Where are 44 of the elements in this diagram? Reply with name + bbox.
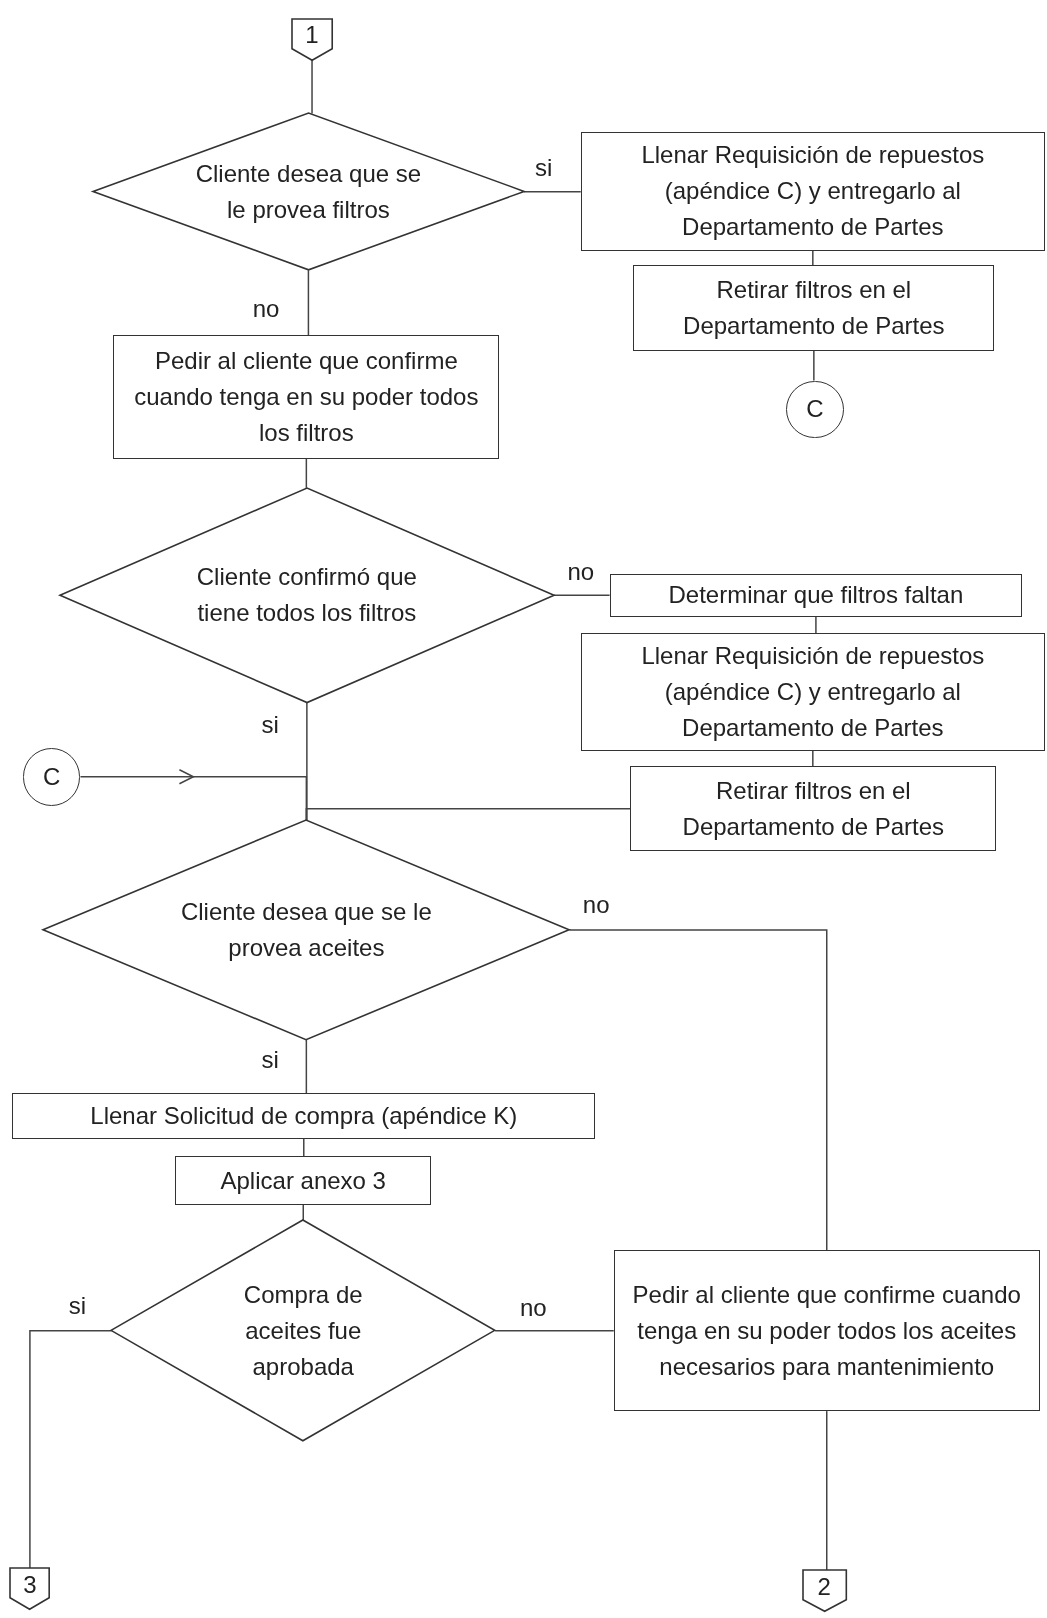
decision-text: Compra de aceites fue aprobada <box>242 1279 364 1382</box>
box-text: Pedir al cliente que confirme cuando tenga en su poder todos los aceites necesarios para mantenimiento <box>631 1279 1022 1382</box>
connector-line <box>305 1039 308 1095</box>
decision-text: Cliente confirmó que tiene todos los filtros <box>195 562 418 629</box>
process-box <box>113 335 500 459</box>
box-text: Llenar Solicitud de compra (apéndice K) <box>90 1101 518 1132</box>
connector-label: C <box>806 394 824 425</box>
connector-line <box>812 249 814 266</box>
process-box <box>630 766 997 851</box>
decision-text: Cliente desea que se le provea filtros <box>194 158 423 225</box>
connector-line <box>523 191 582 193</box>
connector-line <box>307 269 310 336</box>
decision-text: Cliente desea que se le provea aceites <box>179 896 433 963</box>
connector-label: 2 <box>817 1571 831 1602</box>
process-box <box>12 1093 596 1139</box>
box-text: Llenar Requisición de repuestos (apéndice C) y entregarlo al Departamento de Partes <box>640 140 986 243</box>
box-text: Retirar filtros en el Departamento de Partes <box>681 775 946 842</box>
connector-line <box>553 594 611 596</box>
connector-line <box>311 59 313 115</box>
connector-label: C <box>42 761 61 792</box>
connector-line <box>812 750 814 768</box>
process-box <box>580 633 1045 751</box>
connector-label: 3 <box>23 1569 37 1600</box>
process-box <box>175 1156 432 1205</box>
connector-line <box>815 616 817 635</box>
connector-line <box>826 1410 828 1571</box>
box-text: Retirar filtros en el Departamento de Partes <box>682 274 946 341</box>
connector-line <box>568 929 828 1251</box>
connector-line <box>305 458 308 489</box>
connector-label: 1 <box>305 20 319 51</box>
connector-line <box>494 1329 615 1332</box>
connector-line <box>303 1138 305 1158</box>
process-box <box>609 573 1023 617</box>
connector-line <box>305 807 631 821</box>
box-text: Pedir al cliente que confirme cuando tenga en su poder todos los filtros <box>133 346 480 449</box>
connector-line <box>29 1329 113 1569</box>
process-box <box>613 1250 1040 1412</box>
process-box <box>580 132 1045 251</box>
box-text: Aplicar anexo 3 <box>220 1165 386 1196</box>
process-box <box>633 265 995 351</box>
connector-line <box>813 349 815 382</box>
connector-line <box>306 701 308 821</box>
box-text: Llenar Requisición de repuestos (apéndice C) y entregarlo al Departamento de Partes <box>640 641 986 744</box>
box-text: Determinar que filtros faltan <box>668 580 964 611</box>
